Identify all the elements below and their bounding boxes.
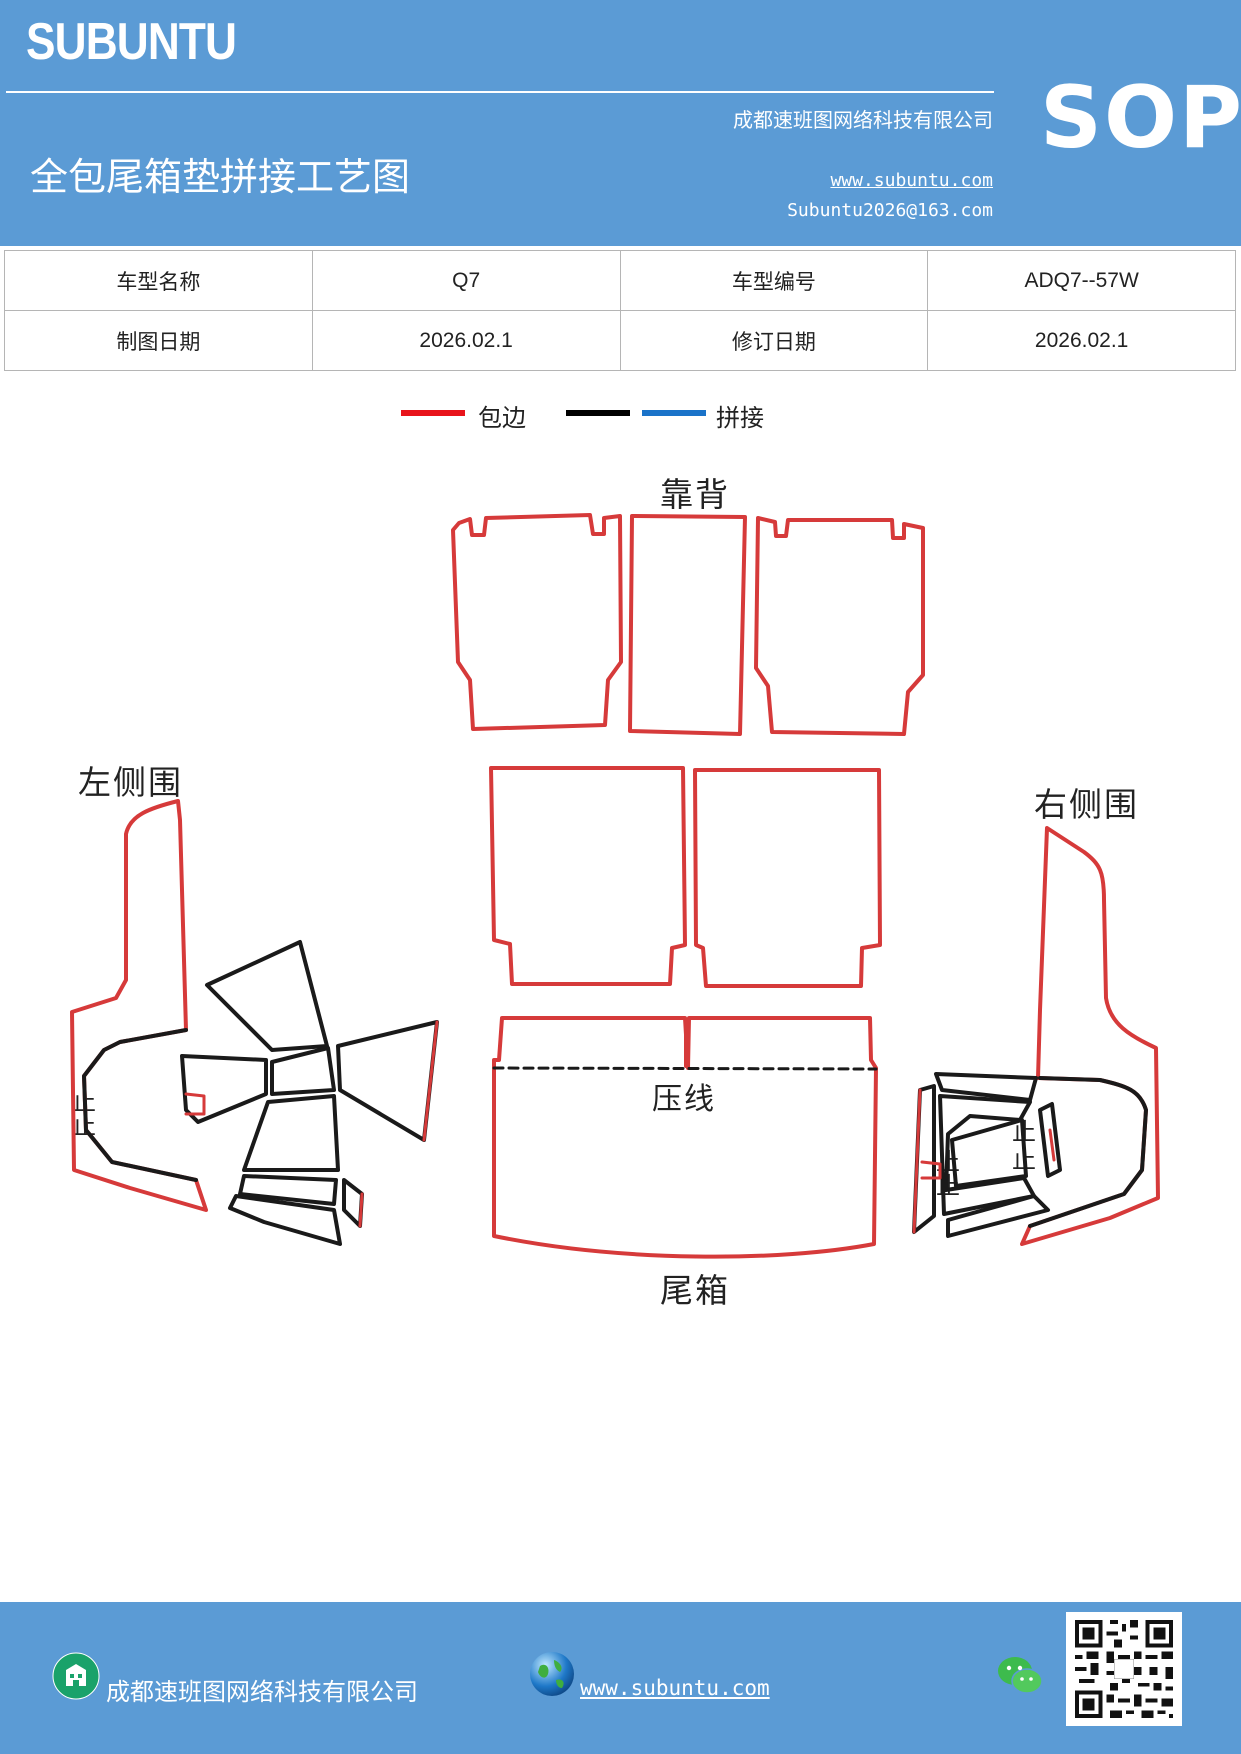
header-email: Subuntu2026@163.com (787, 200, 993, 221)
right-piece-3 (1038, 1102, 1062, 1178)
floor-right-piece (693, 768, 882, 988)
draw-date-label: 制图日期 (4, 310, 313, 371)
footer-website-link[interactable]: www.subuntu.com (580, 1676, 770, 1700)
right-side-label: 右侧围 (1034, 785, 1139, 824)
header-divider (6, 91, 994, 93)
table-row: 车型名称 Q7 车型编号 ADQ7--57W (4, 250, 1236, 311)
model-code-value: ADQ7--57W (927, 250, 1236, 311)
table-row: 制图日期 2026.02.1 修订日期 2026.02.1 (4, 310, 1236, 371)
header-website-link[interactable]: www.subuntu.com (830, 170, 993, 191)
trunk-label: 尾箱 (660, 1271, 730, 1310)
left-piece-6 (238, 1174, 338, 1206)
info-table: 车型名称 Q7 车型编号 ADQ7--57W 制图日期 2026.02.1 修订… (4, 250, 1236, 371)
backrest-left-piece (451, 513, 623, 731)
backrest-center-piece (628, 514, 747, 736)
left-piece-edge (184, 1092, 206, 1116)
floor-left-piece (489, 766, 687, 986)
draw-date-value: 2026.02.1 (311, 310, 621, 371)
legend: 包边 拼接 (0, 396, 1241, 436)
legend-edge-label: 包边 (478, 404, 526, 432)
wechat-icon (998, 1657, 1043, 1694)
trunk-floor-piece (492, 1016, 878, 1259)
backrest-label: 靠背 (660, 475, 730, 514)
model-code-label: 车型编号 (619, 250, 929, 311)
left-side-wall-outline (70, 799, 208, 1212)
legend-black-swatch (566, 410, 630, 416)
footer-company: 成都速班图网络科技有限公司 (106, 1678, 418, 1706)
globe-icon (530, 1652, 574, 1696)
legend-edge-swatch (401, 410, 465, 416)
right-side-wall-inner (1028, 1076, 1148, 1228)
trunk-mat-diagram (70, 513, 1160, 1259)
left-piece-4 (336, 1020, 439, 1142)
right-piece-4 (950, 1118, 1028, 1188)
left-piece-1 (205, 940, 329, 1052)
revise-date-label: 修订日期 (619, 310, 929, 371)
header-banner: SUBUNTU SOP 成都速班图网络科技有限公司 全包尾箱垫拼接工艺图 www… (0, 0, 1241, 246)
crease-dashed-line (492, 1066, 878, 1071)
backrest-right-piece (754, 516, 925, 736)
qr-code-icon (1066, 1612, 1182, 1726)
revise-date-value: 2026.02.1 (927, 310, 1236, 371)
left-piece-5 (242, 1094, 340, 1172)
building-icon (52, 1652, 100, 1700)
model-name-label: 车型名称 (4, 250, 313, 311)
left-side-label: 左侧围 (78, 763, 183, 802)
left-piece-3 (270, 1046, 336, 1096)
left-piece-7 (228, 1194, 342, 1246)
left-piece-2 (180, 1054, 268, 1124)
right-side-wall-outline (1020, 826, 1160, 1246)
legend-splice-label: 拼接 (716, 404, 764, 432)
footer-banner: 成都速班图网络科技有限公司 www.subuntu.com (0, 1602, 1241, 1754)
right-piece-5 (946, 1194, 1050, 1238)
sop-badge: SOP (1040, 68, 1241, 168)
header-company: 成都速班图网络科技有限公司 (733, 108, 993, 132)
left-side-wall-inner (82, 1028, 198, 1182)
right-piece-2 (938, 1094, 1036, 1216)
brand-logo: SUBUNTU (26, 13, 237, 71)
page-title: 全包尾箱垫拼接工艺图 (30, 155, 411, 199)
crease-label: 压线 (652, 1082, 716, 1117)
legend-splice-swatch (642, 410, 706, 416)
model-name-value: Q7 (311, 250, 621, 311)
